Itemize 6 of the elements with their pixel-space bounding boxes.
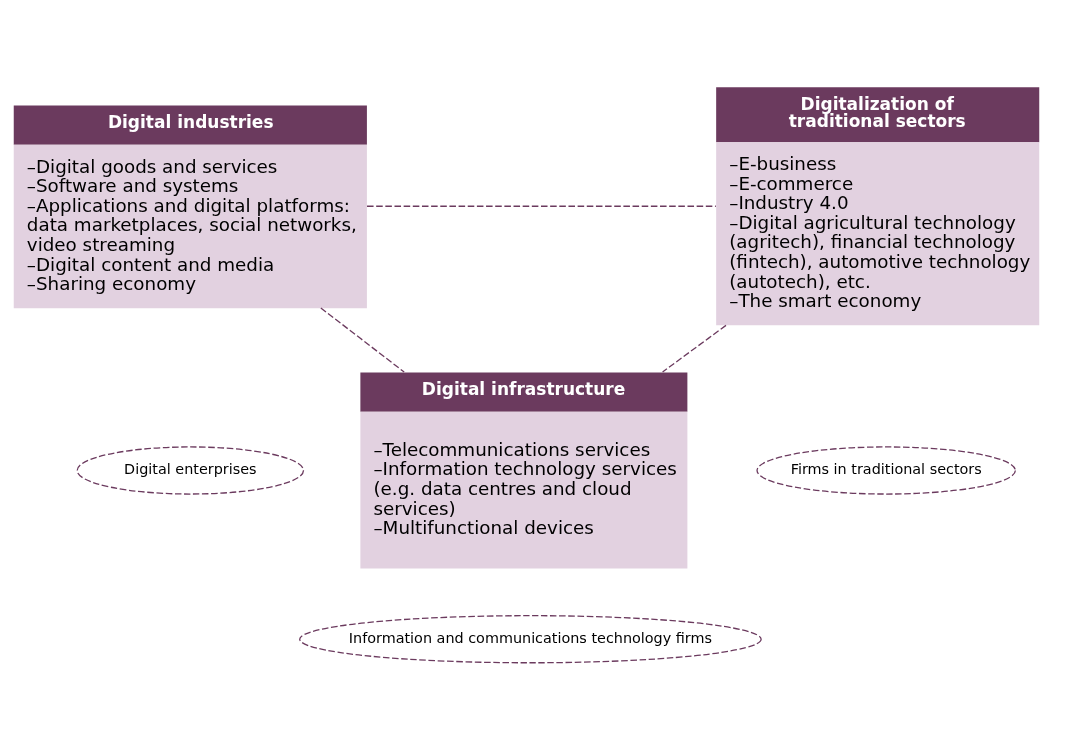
connector	[320, 307, 405, 373]
connector	[366, 205, 717, 207]
node-ellipse: Information and communications technology firms	[299, 615, 762, 664]
node-ellipse: Firms in traditional sectors	[756, 446, 1016, 495]
connector	[661, 324, 727, 373]
node-ellipse: Digital enterprises	[76, 446, 305, 495]
